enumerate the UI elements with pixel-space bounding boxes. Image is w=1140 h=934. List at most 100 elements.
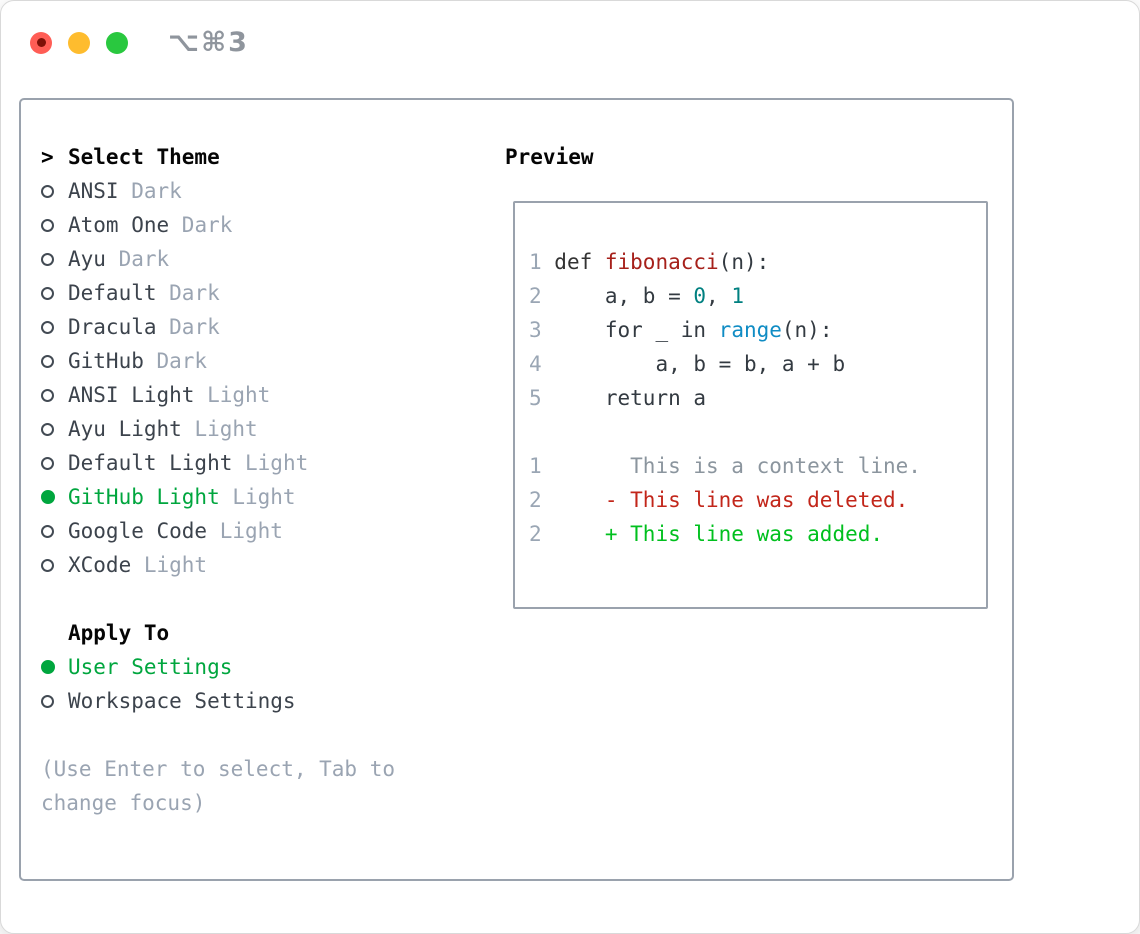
theme-variant-badge: Light	[131, 553, 208, 577]
code-token-code: a, b =	[554, 284, 694, 308]
line-number: 2	[529, 284, 555, 308]
theme-variant-badge: Light	[181, 417, 258, 441]
code-line: 1 def fibonacci(n):	[529, 245, 986, 279]
radio-icon[interactable]	[41, 524, 54, 538]
line-number	[529, 420, 542, 444]
code-token-deleted: - This line was deleted.	[554, 488, 909, 512]
code-line: 2 + This line was added.	[529, 517, 986, 551]
theme-variant-badge: Dark	[118, 179, 182, 203]
theme-variant-badge: Dark	[156, 315, 220, 339]
close-dot-icon	[36, 38, 46, 47]
theme-option[interactable]: ANSI Light Light	[41, 378, 493, 412]
radio-icon[interactable]	[41, 286, 54, 300]
window-title: ⌥⌘3	[168, 27, 249, 58]
theme-variant-badge: Light	[194, 383, 271, 407]
hint-line: change focus)	[41, 791, 206, 815]
apply-to-title: Apply To	[68, 621, 170, 645]
code-line	[529, 415, 986, 449]
theme-option[interactable]: GitHub Dark	[41, 344, 493, 378]
theme-option[interactable]: Dracula Dark	[41, 310, 493, 344]
code-line: 5 return a	[529, 381, 986, 415]
radio-icon[interactable]	[41, 252, 54, 266]
code-token-context: This is a context line.	[554, 454, 921, 478]
theme-name: ANSI Light	[68, 383, 195, 407]
apply-to-option[interactable]: Workspace Settings	[41, 684, 493, 718]
theme-option[interactable]: GitHub Light Light	[41, 480, 493, 514]
theme-name: XCode	[68, 553, 132, 577]
line-number: 5	[529, 386, 555, 410]
theme-option[interactable]: Ayu Dark	[41, 242, 493, 276]
line-number: 4	[529, 352, 555, 376]
code-token-code: return a	[554, 386, 707, 410]
window-zoom-button[interactable]	[106, 31, 128, 54]
theme-name: ANSI	[68, 179, 119, 203]
theme-name: Google Code	[68, 519, 208, 543]
window-minimize-button[interactable]	[68, 31, 90, 54]
apply-to-option[interactable]: User Settings	[41, 650, 493, 684]
radio-icon[interactable]	[41, 184, 54, 198]
radio-icon[interactable]	[41, 694, 54, 708]
window-close-button[interactable]	[30, 31, 52, 54]
theme-variant-badge: Dark	[156, 281, 220, 305]
code-token-number: 1	[731, 284, 744, 308]
code-token-code: (n):	[718, 250, 770, 274]
radio-icon[interactable]	[41, 320, 54, 334]
radio-icon[interactable]	[41, 456, 54, 470]
theme-option[interactable]: Atom One Dark	[41, 208, 493, 242]
theme-variant-badge: Dark	[105, 247, 170, 271]
code-token-code: (n):	[781, 318, 833, 342]
radio-icon[interactable]	[41, 422, 54, 436]
code-token-added: + This line was added.	[554, 522, 884, 546]
hint-text: (Use Enter to select, Tab to change focus…	[41, 752, 493, 820]
apply-to-name: User Settings	[68, 655, 233, 679]
code-line: 1 This is a context line.	[529, 449, 986, 483]
radio-icon[interactable]	[41, 218, 54, 232]
theme-name: Default	[68, 281, 157, 305]
radio-icon[interactable]	[41, 388, 54, 402]
select-theme-title: Select Theme	[68, 145, 220, 169]
theme-option[interactable]: ANSI Dark	[41, 174, 493, 208]
theme-option[interactable]: Default Light Light	[41, 446, 493, 480]
radio-selected-icon[interactable]	[41, 660, 55, 674]
code-line: 3 for _ in range(n):	[529, 313, 986, 347]
theme-option[interactable]: Google Code Light	[41, 514, 493, 548]
theme-name: Atom One	[68, 213, 170, 237]
code-token-code: for _ in	[554, 318, 719, 342]
code-line: 2 - This line was deleted.	[529, 483, 986, 517]
theme-variant-badge: Light	[207, 519, 283, 543]
select-theme-header: > Select Theme	[41, 140, 493, 174]
theme-variant-badge: Light	[219, 485, 296, 509]
theme-name: GitHub	[68, 349, 144, 373]
code-line: 2 a, b = 0, 1	[529, 279, 986, 313]
line-number: 3	[529, 318, 555, 342]
line-number: 2	[529, 522, 555, 546]
radio-icon[interactable]	[41, 558, 54, 572]
theme-name: GitHub Light	[68, 485, 220, 509]
theme-variant-badge: Dark	[143, 349, 208, 373]
theme-option[interactable]: XCode Light	[41, 548, 493, 582]
line-number: 1	[529, 454, 555, 478]
line-number: 1	[529, 250, 555, 274]
radio-selected-icon[interactable]	[41, 490, 55, 504]
apply-to-name: Workspace Settings	[68, 689, 296, 713]
preview-title: Preview	[505, 145, 594, 169]
line-number: 2	[529, 488, 555, 512]
code-token-builtin: range	[718, 318, 782, 342]
theme-option[interactable]: Ayu Light Light	[41, 412, 493, 446]
apply-to-header: Apply To	[41, 616, 493, 650]
cursor-prefix-icon: >	[41, 145, 54, 169]
theme-name: Dracula	[68, 315, 157, 339]
theme-name: Ayu Light	[68, 417, 182, 441]
radio-icon[interactable]	[41, 354, 54, 368]
code-token-keyword: def	[554, 250, 605, 274]
theme-variant-badge: Light	[232, 451, 309, 475]
code-token-title: fibonacci	[604, 250, 719, 274]
theme-option[interactable]: Default Dark	[41, 276, 493, 310]
hint-line: (Use Enter to select, Tab to	[41, 757, 396, 781]
